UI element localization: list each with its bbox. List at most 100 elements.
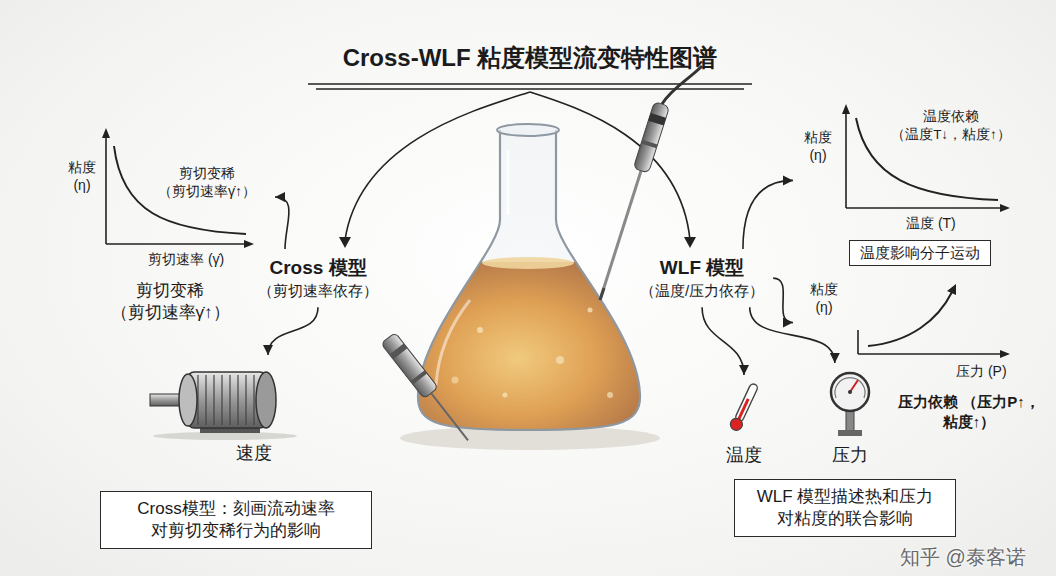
pressure-gauge [831, 373, 869, 411]
arrow-head [263, 345, 273, 355]
annotation-text: 剪切变稀 （剪切速率γ̇↑） [95, 280, 245, 324]
second-probe [381, 332, 475, 446]
node-text: 速度 [236, 442, 272, 465]
title-underline [316, 88, 744, 89]
caption-box: WLF 模型描述热和压力 对粘度的联合影响 [734, 479, 956, 537]
node-text: Cross 模型 [258, 256, 378, 281]
viscometer-probe [662, 66, 702, 104]
arrow-head [739, 365, 749, 375]
thermometer-icon: 温度 [716, 378, 772, 470]
node-text: WLF 模型 [640, 256, 764, 281]
pressure-chart-axes [947, 284, 956, 295]
title-underline [308, 84, 752, 89]
pressure-chart-axes [868, 292, 952, 346]
watermark: 知乎 @泰客诺 [900, 544, 1026, 570]
temperature-chart-axes [1000, 204, 1010, 212]
arrow-head [830, 353, 840, 363]
flask [418, 130, 640, 430]
connector-arrow [275, 197, 289, 249]
pressure-gauge [846, 411, 854, 431]
viscometer-probe [600, 288, 604, 300]
note-box: 温度影响分子运动 [849, 240, 991, 266]
second-probe [410, 370, 427, 384]
node-text: 温度依赖 （温度T↓，粘度↑） [888, 108, 1014, 143]
motor [256, 372, 276, 428]
node-text: 剪切变稀 （剪切速率γ̇↑） [146, 164, 268, 200]
thermometer [728, 382, 760, 432]
viscometer-probe [633, 102, 669, 174]
node-text: 粘度 (η) [804, 280, 844, 316]
pressure-gauge [831, 373, 869, 436]
node-text: 温度 (T) [906, 214, 956, 232]
pressure-chart-axes [858, 353, 1002, 355]
motor [198, 375, 254, 425]
temperature-chart-axes [845, 112, 847, 208]
chart-panel: 粘度 (η) 压力 (P) [796, 274, 1018, 382]
motor [213, 375, 214, 425]
connector-arrow [702, 307, 744, 375]
diagram-title: Cross-WLF 粘度模型流变特性图谱 [343, 44, 718, 73]
second-probe [431, 393, 468, 440]
shear-chart-axes [102, 128, 110, 138]
flask [497, 124, 559, 136]
shear-chart-axes [105, 136, 107, 244]
flask [436, 300, 470, 385]
motor [229, 375, 230, 425]
title-underline [308, 83, 752, 84]
viscometer-probe [648, 113, 666, 125]
temperature-chart-axes [842, 104, 850, 114]
title-branch-arrows [684, 237, 696, 248]
temperature-chart-axes [846, 207, 1002, 209]
motor [205, 375, 206, 425]
node-text: Cross模型：刻画流动速率 对剪切变稀行为的影响 [111, 498, 361, 542]
arrow-head [783, 318, 793, 328]
motor [188, 372, 266, 428]
connector-arrow [750, 307, 835, 363]
motor [253, 375, 254, 425]
motor [179, 374, 197, 426]
node-text: 温度影响分子运动 [860, 243, 980, 263]
pressure-chart-axes [1000, 350, 1010, 358]
pressure-gauge [838, 430, 862, 436]
annotation-text: 压力依赖 （压力P↑，粘度↑） [894, 392, 1044, 431]
motor-icon: 速度 [140, 358, 300, 470]
node-text: 压力 [832, 444, 868, 467]
connector-arrow [268, 307, 318, 355]
node-text: （剪切速率依存） [258, 281, 378, 301]
connector-arrow [773, 278, 793, 323]
node-text: 压力 (P) [956, 362, 1007, 380]
node-text: 温度 [726, 444, 762, 467]
motor [237, 375, 238, 425]
second-probe [390, 343, 408, 359]
flask [507, 150, 510, 215]
thermometer [728, 416, 744, 432]
shear-chart-axes [106, 243, 247, 245]
title-branch-arrows [339, 237, 351, 248]
node-text: 粘度 (η) [62, 158, 102, 194]
viscometer-probe [633, 102, 669, 174]
arrow-head [275, 192, 285, 202]
node-text: （温度/压力依存） [640, 281, 764, 301]
node-text: 粘度 (η) [798, 128, 838, 164]
node-text: 剪切速率 (γ̇) [148, 250, 224, 268]
viscometer-probe [641, 140, 657, 149]
chart-panel: 粘度 (η) 温度依赖 （温度T↓，粘度↑） 温度 (T) [796, 100, 1018, 234]
pressure-gauge [848, 390, 852, 394]
pressure-gauge [835, 378, 865, 398]
chart-panel: 粘度 (η) 剪切变稀 （剪切速率γ̇↑） 剪切速率 (γ̇) [58, 122, 272, 272]
caption-box: Cross模型：刻画流动速率 对剪切变稀行为的影响 [100, 491, 372, 549]
pressure-gauge [850, 380, 858, 392]
viscometer-probe [600, 171, 641, 300]
node-text: WLF 模型描述热和压力 对粘度的联合影响 [745, 486, 945, 530]
motor [150, 372, 297, 440]
arrow-head [783, 175, 793, 185]
motor [245, 375, 246, 425]
motor [153, 432, 297, 440]
model-node: Cross 模型（剪切速率依存） [252, 252, 384, 304]
thermometer [728, 382, 760, 432]
gauge-icon: 压力 [812, 366, 888, 470]
connector-arrow [743, 180, 793, 249]
second-probe [381, 332, 475, 446]
pressure-chart-axes [857, 330, 859, 354]
